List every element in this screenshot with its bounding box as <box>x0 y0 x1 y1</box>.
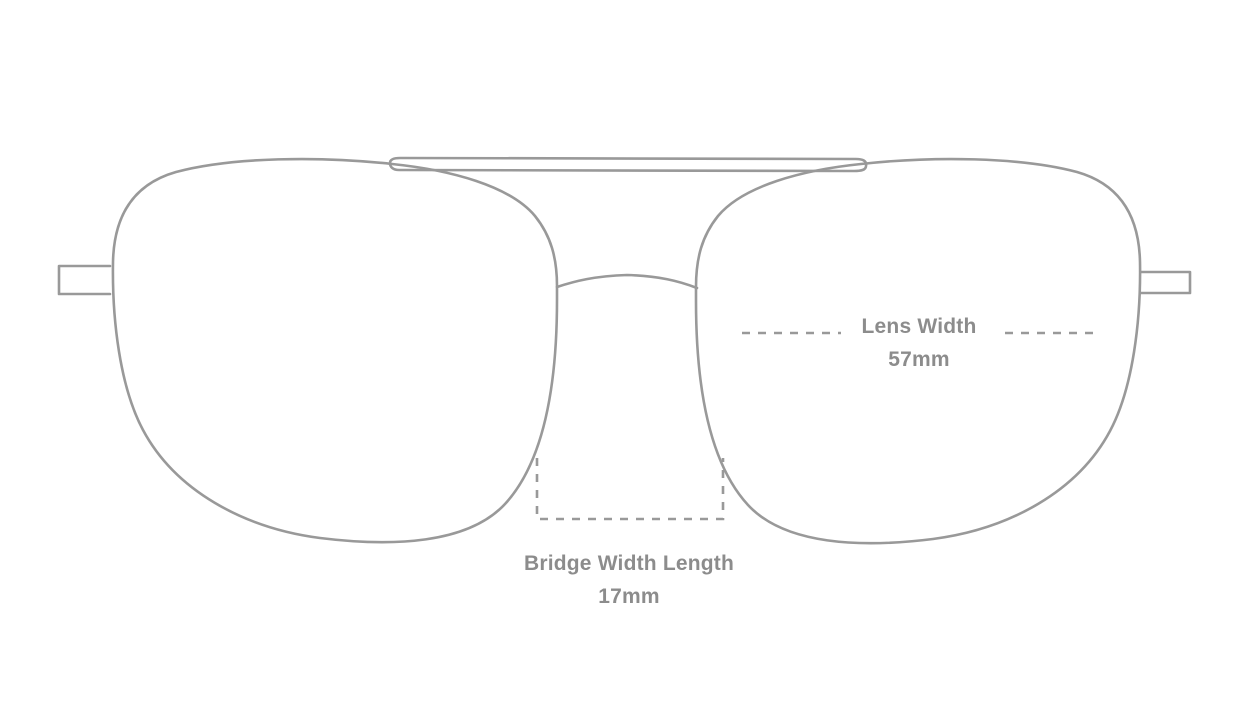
left-hinge-icon <box>57 264 112 296</box>
right-hinge-icon <box>1139 270 1192 295</box>
lens-width-title: Lens Width <box>861 315 977 338</box>
lens-width-value: 57mm <box>888 347 950 371</box>
lens-width-annotation: Lens Width 57mm <box>769 311 1069 376</box>
right-lens-outline <box>694 157 1142 545</box>
bridge-width-bracket <box>535 458 725 521</box>
nose-bridge-outline <box>555 273 699 290</box>
left-lens-outline <box>111 157 559 544</box>
bridge-width-value: 17mm <box>598 584 660 608</box>
bridge-width-title: Bridge Width Length <box>523 552 735 575</box>
bridge-width-annotation: Bridge Width Length 17mm <box>479 548 779 613</box>
top-bridge-bar <box>388 156 868 173</box>
